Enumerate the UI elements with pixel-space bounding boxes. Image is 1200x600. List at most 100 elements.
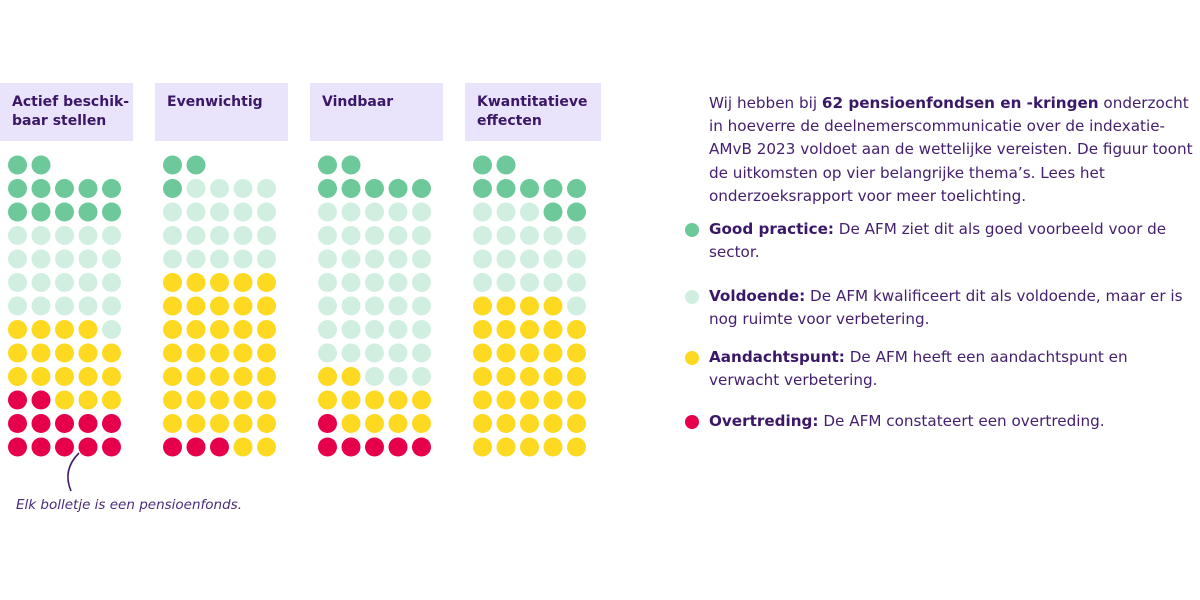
dot-aandachtspunt (318, 390, 337, 410)
dot-voldoende (257, 249, 276, 269)
dot-good-practice (341, 179, 361, 198)
dot-overtreding (31, 437, 51, 457)
dot-voldoende (388, 343, 408, 363)
dot-good-practice (473, 179, 492, 198)
dot-voldoende (473, 273, 492, 292)
dot-voldoende (496, 249, 516, 269)
dot-good-practice (8, 202, 27, 222)
dot-aandachtspunt (341, 390, 361, 410)
dot-aandachtspunt (520, 320, 539, 339)
dot-good-practice (520, 179, 539, 198)
dot-aandachtspunt (233, 273, 253, 292)
dot-aandachtspunt (31, 320, 51, 339)
dot-voldoende (233, 226, 253, 245)
dot-voldoende (210, 226, 229, 245)
waffle-dots (8, 155, 586, 457)
dot-aandachtspunt (543, 414, 563, 433)
dot-aandachtspunt (543, 296, 563, 316)
dot-aandachtspunt (78, 367, 98, 386)
dot-voldoende (388, 273, 408, 292)
dot-overtreding (365, 437, 384, 457)
theme-header-line1: Actief beschik- (12, 94, 130, 110)
dot-voldoende (318, 202, 337, 222)
dot-aandachtspunt (365, 390, 384, 410)
dot-voldoende (102, 296, 121, 316)
dot-voldoende (473, 226, 492, 245)
dot-voldoende (210, 202, 229, 222)
dot-voldoende (341, 343, 361, 363)
dot-voldoende (257, 226, 276, 245)
dot-aandachtspunt (78, 343, 98, 363)
dot-voldoende (365, 343, 384, 363)
dot-voldoende (55, 226, 74, 245)
dot-voldoende (388, 320, 408, 339)
dot-voldoende (78, 296, 98, 316)
legend-item-aandachtspunt: Aandachtspunt: De AFM heeft een aandacht… (685, 346, 1200, 392)
dot-good-practice (318, 179, 337, 198)
dot-voldoende (388, 202, 408, 222)
dot-voldoende (257, 179, 276, 198)
dot-aandachtspunt (55, 320, 74, 339)
dot-voldoende (473, 202, 492, 222)
dot-aandachtspunt (496, 320, 516, 339)
dot-aandachtspunt (8, 343, 27, 363)
dot-aandachtspunt (233, 320, 253, 339)
dot-voldoende (163, 226, 182, 245)
dot-voldoende (388, 249, 408, 269)
dot-voldoende (341, 202, 361, 222)
dot-voldoende (412, 249, 431, 269)
dot-aandachtspunt (257, 390, 276, 410)
dot-good-practice (102, 202, 121, 222)
dot-aandachtspunt (388, 390, 408, 410)
dot-voldoende (388, 226, 408, 245)
dot-overtreding (55, 437, 74, 457)
dot-aandachtspunt (543, 437, 563, 457)
theme-header-line2: baar stellen (12, 113, 107, 129)
dot-aandachtspunt (186, 367, 206, 386)
dot-aandachtspunt (102, 367, 121, 386)
dot-aandachtspunt (520, 296, 539, 316)
dot-voldoende (8, 273, 27, 292)
legend-text: De AFM heeft een aandachtspunt en verwac… (709, 348, 1128, 389)
dot-aandachtspunt (257, 320, 276, 339)
waffle-theme-0 (8, 155, 121, 457)
dot-voldoende (412, 296, 431, 316)
unit-note: Elk bolletje is een pensioenfonds. (16, 497, 242, 513)
dot-voldoende (341, 273, 361, 292)
dot-aandachtspunt (257, 273, 276, 292)
dot-aandachtspunt (55, 343, 74, 363)
dot-good-practice (31, 179, 51, 198)
dot-aandachtspunt (186, 414, 206, 433)
dot-voldoende (78, 273, 98, 292)
dot-voldoende (567, 226, 586, 245)
dot-aandachtspunt (233, 343, 253, 363)
dot-voldoende (318, 249, 337, 269)
dot-overtreding (412, 437, 431, 457)
dot-aandachtspunt (186, 296, 206, 316)
theme-header-kwantitatieve-effecten: Kwantitatieve effecten (465, 83, 601, 141)
dot-voldoende (102, 320, 121, 339)
dot-voldoende (210, 179, 229, 198)
dot-good-practice (163, 179, 182, 198)
dot-voldoende (163, 249, 182, 269)
dot-aandachtspunt (341, 414, 361, 433)
dot-aandachtspunt (210, 320, 229, 339)
dot-aandachtspunt (473, 296, 492, 316)
legend-dot-good-practice-icon (685, 223, 699, 237)
dot-overtreding (186, 437, 206, 457)
dot-aandachtspunt (543, 343, 563, 363)
dot-overtreding (341, 437, 361, 457)
dot-voldoende (341, 320, 361, 339)
dot-voldoende (520, 226, 539, 245)
dot-good-practice (543, 179, 563, 198)
dot-aandachtspunt (318, 367, 337, 386)
waffle-theme-2 (318, 155, 431, 457)
dot-voldoende (318, 226, 337, 245)
dot-aandachtspunt (473, 414, 492, 433)
dot-voldoende (318, 343, 337, 363)
dot-voldoende (233, 202, 253, 222)
dot-voldoende (8, 249, 27, 269)
dot-overtreding (102, 437, 121, 457)
dot-aandachtspunt (543, 390, 563, 410)
dot-voldoende (520, 273, 539, 292)
